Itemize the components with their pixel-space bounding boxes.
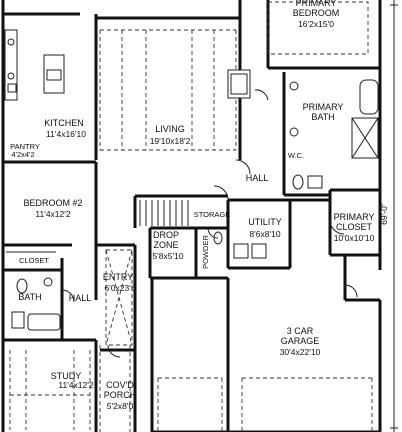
room-name-storage: STORAGE [194,210,231,219]
room-name-wc: W.C. [288,151,304,160]
room-name-line: ZONE [153,240,178,250]
room-name-line: BATH [18,292,41,302]
room-name-line: 3 CAR [287,326,314,336]
room-name-kitchen: KITCHEN [44,118,84,128]
room-dim-study: 11'4x12'2 [58,380,94,390]
room-dim-entry: 6'0x23'6 [104,283,135,293]
room-name-line: GARAGE [281,336,320,346]
room-name-line: STORAGE [194,210,231,219]
room-dim-kitchen: 11'4x16'10 [46,129,86,139]
room-name-line: PRIMARY [334,212,375,222]
room-dim-bedroom2: 11'4x12'2 [35,209,71,219]
overall-dimension: 69'-0" [379,203,389,225]
bath-tub [27,313,61,331]
room-dim-utility: 8'6x8'10 [249,229,280,239]
stairs [139,200,189,226]
room-dim-primary-bedroom: 16'2x15'0 [298,19,334,29]
room-dim-garage: 30'4x22'10 [280,347,321,357]
room-name-living: LIVING [155,124,185,134]
room-name-line: HALL [246,173,269,183]
room-dim-pantry: 4'2x4'2 [11,150,34,159]
room-dim-primary-closet: 10'0x10'10 [334,233,375,243]
room-name-study: STUDY [51,371,82,381]
room-name-line: PRIMARY [296,0,337,8]
overall-dimension-line: 69'-0" [379,0,398,432]
bathtub [359,79,379,115]
room-name-pantry: PANTRY [10,142,40,151]
room-name-line: PANTRY [10,142,40,151]
room-name-line: ENTRY [103,272,133,282]
washer [233,243,249,259]
room-name-line: DROP [153,230,179,240]
room-name-closet: CLOSET [19,256,49,265]
fixtures [4,29,379,331]
room-name-line: POWDER [201,235,210,269]
room-name-line: STUDY [51,371,82,381]
room-name-utility: UTILITY [248,217,282,227]
kitchen-island [43,54,65,94]
room-name-bedroom2: BEDROOM #2 [23,198,82,208]
room-name-hall-lower: HALL [69,293,92,303]
room-name-line: CLOSET [336,222,373,232]
room-name-line: BATH [311,112,334,122]
room-name-line: PRIMARY [303,102,344,112]
room-name-entry: ENTRY [103,272,133,282]
room-dim-living: 19'10x18'2 [150,136,191,146]
room-name-line: PORCH [104,390,137,400]
room-name-line: UTILITY [248,217,282,227]
dryer [251,243,267,259]
room-dim-drop-zone: 5'8x5'10 [152,251,183,261]
room-name-powder: POWDER [201,235,210,269]
bath-toilet [16,278,28,294]
room-name-bath: BATH [18,292,41,302]
fireplace [227,69,251,99]
room-name-line: W.C. [288,151,304,160]
room-name-line: COV'D [106,380,134,390]
room-name-line: LIVING [155,124,185,134]
room-name-line: CLOSET [19,256,49,265]
room-name-line: BEDROOM #2 [23,198,82,208]
room-name-line: BEDROOM [293,8,340,18]
kitchen-counter [4,29,18,101]
toilet [292,174,304,190]
room-name-line: KITCHEN [44,118,84,128]
room-dim-porch: 5'2x8'0 [107,401,134,411]
doors [61,89,358,358]
room-name-line: HALL [69,293,92,303]
room-name-hall-upper: HALL [246,173,269,183]
